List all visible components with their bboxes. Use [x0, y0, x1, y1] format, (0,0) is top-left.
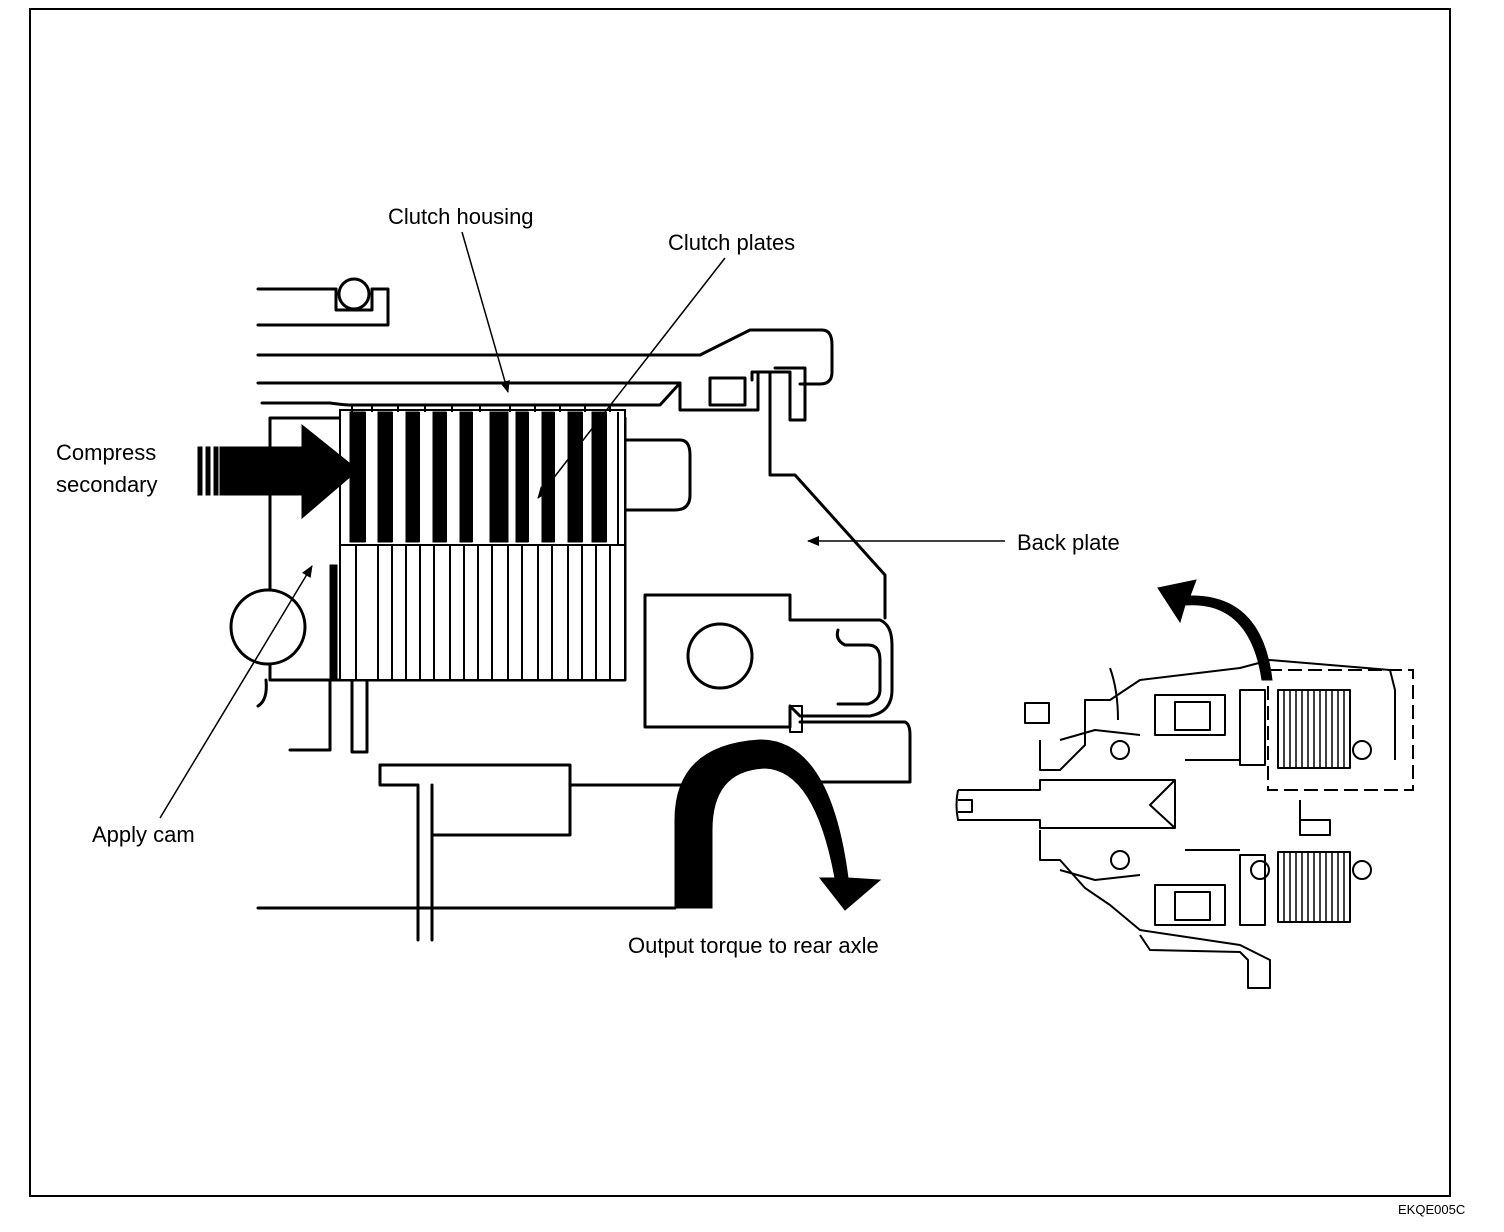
label-clutch-plates: Clutch plates: [668, 230, 795, 255]
apply-cam-ball: [229, 588, 307, 666]
label-back-plate: Back plate: [1017, 530, 1120, 555]
clutch-plates-pack: [329, 405, 626, 681]
label-compress-line1: Compress: [56, 440, 156, 465]
figure-code: EKQE005C: [1398, 1202, 1465, 1217]
label-output-torque: Output torque to rear axle: [628, 933, 879, 958]
label-compress-line2: secondary: [56, 472, 158, 497]
label-clutch-housing: Clutch housing: [388, 204, 534, 229]
main-cross-section: [197, 277, 912, 942]
figure-frame: [29, 8, 1451, 1197]
detail-box: [1267, 669, 1414, 791]
compress-arrow: [197, 423, 359, 520]
label-apply-cam: Apply cam: [92, 822, 195, 847]
leader-lines: [159, 231, 1005, 819]
output-torque-arrow: [674, 739, 882, 911]
overview-drawing: [955, 579, 1414, 989]
